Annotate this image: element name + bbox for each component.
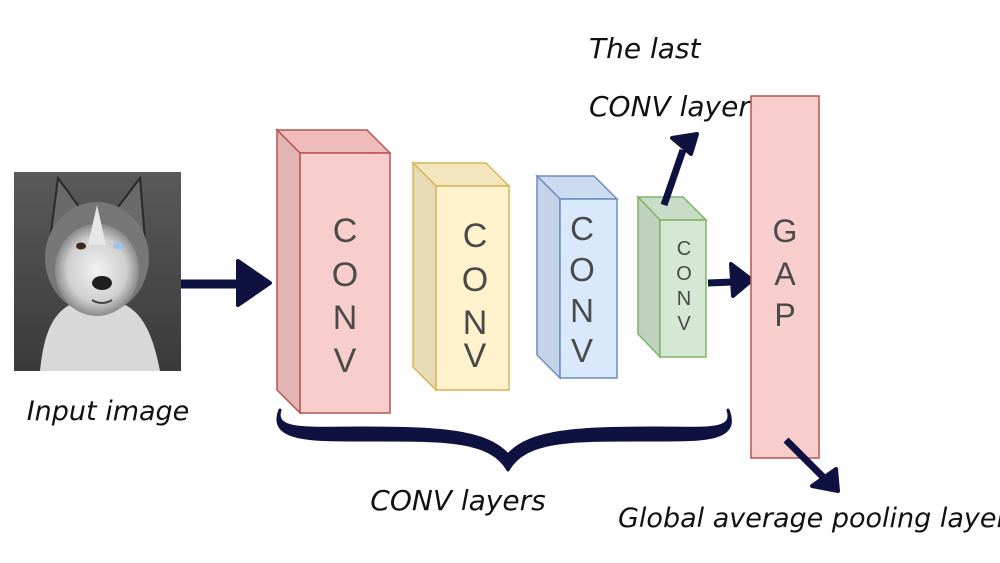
conv-block-2-label: C O N V xyxy=(462,217,488,375)
gap-annotation: Global average pooling layer xyxy=(618,503,1000,534)
conv-block-1: C O N V xyxy=(275,128,392,415)
conv-block-3: C O N V xyxy=(535,174,619,380)
svg-text:V: V xyxy=(677,313,691,335)
dog-eye-left xyxy=(76,242,86,250)
arrow-to-gap-label xyxy=(783,437,840,493)
last-conv-annotation-line2: CONV layer xyxy=(589,90,751,123)
conv-block-3-label: C O N V xyxy=(569,210,595,369)
svg-text:O: O xyxy=(462,261,488,299)
dog-nose xyxy=(92,276,112,290)
svg-text:C: C xyxy=(333,212,358,250)
svg-text:N: N xyxy=(333,299,358,337)
arrow-to-last-conv-label xyxy=(660,132,699,207)
svg-text:G: G xyxy=(773,213,798,249)
svg-text:C: C xyxy=(570,210,594,247)
conv-layers-label: CONV layers xyxy=(370,484,545,517)
last-conv-annotation-line1: The last xyxy=(589,32,702,65)
svg-text:C: C xyxy=(463,217,488,255)
svg-text:O: O xyxy=(569,251,595,288)
svg-text:O: O xyxy=(676,263,692,285)
svg-text:N: N xyxy=(463,304,488,342)
svg-text:A: A xyxy=(774,256,796,292)
conv-block-4-label: C O N V xyxy=(676,238,692,335)
svg-text:V: V xyxy=(334,342,357,380)
gap-block-label: G A P xyxy=(773,213,798,333)
dog-eye-right xyxy=(113,242,123,250)
gap-block: G A P xyxy=(750,95,820,459)
svg-text:N: N xyxy=(677,288,691,310)
svg-text:O: O xyxy=(332,256,358,294)
input-image-label: Input image xyxy=(27,396,190,427)
svg-text:V: V xyxy=(464,337,487,375)
svg-text:N: N xyxy=(570,292,594,329)
input-image xyxy=(14,172,181,371)
svg-text:V: V xyxy=(571,332,593,369)
conv-block-4-last: C O N V xyxy=(636,195,708,359)
svg-text:C: C xyxy=(677,238,691,260)
conv-block-2: C O N V xyxy=(411,161,511,392)
svg-text:P: P xyxy=(774,297,795,333)
arrow-input-to-conv xyxy=(181,259,272,307)
conv-layers-brace xyxy=(276,408,732,472)
conv-block-1-label: C O N V xyxy=(332,212,358,380)
arrow-conv-to-gap xyxy=(707,262,754,298)
